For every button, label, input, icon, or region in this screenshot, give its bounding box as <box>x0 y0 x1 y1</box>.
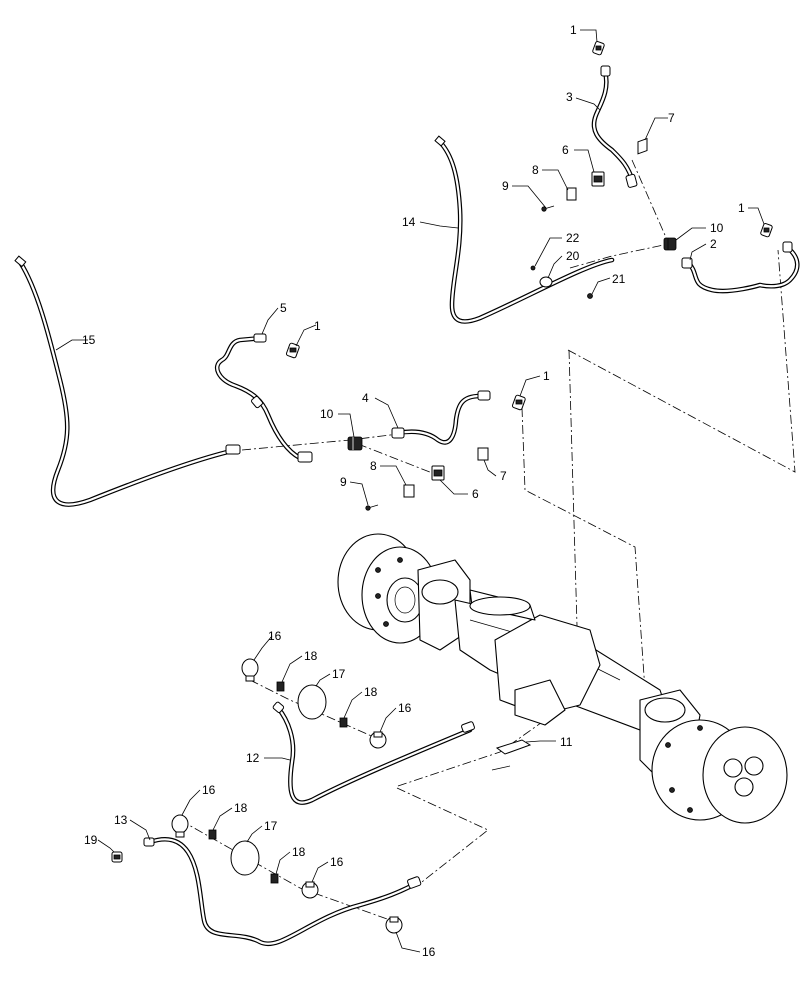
clamp-16c <box>171 814 189 838</box>
callout-1: 1 <box>543 369 550 383</box>
callout-1: 1 <box>738 201 745 215</box>
callout-1: 1 <box>314 319 321 333</box>
callout-18: 18 <box>364 685 378 699</box>
tube-2 <box>681 241 800 294</box>
callout-8: 8 <box>370 459 377 473</box>
axle-assembly <box>337 533 788 824</box>
plate-8b <box>403 484 415 498</box>
left-hub-studs <box>375 557 428 627</box>
callout-16: 16 <box>268 629 282 643</box>
callout-4: 4 <box>362 391 369 405</box>
callout-17: 17 <box>332 667 346 681</box>
callout-11: 11 <box>560 735 573 749</box>
hose-14 <box>434 135 615 324</box>
callout-2: 2 <box>710 237 717 251</box>
clamp-17b <box>230 840 260 876</box>
callout-3: 3 <box>566 90 573 104</box>
fitting-1b <box>760 223 773 238</box>
callout-18: 18 <box>234 801 248 815</box>
hose-15 <box>14 255 241 507</box>
callout-16: 16 <box>330 855 344 869</box>
plate-7b <box>477 447 489 461</box>
callout-16: 16 <box>202 783 216 797</box>
callout-18: 18 <box>304 649 318 663</box>
fitting-1d <box>511 394 526 411</box>
tube-5 <box>214 333 313 463</box>
leader-lines <box>55 29 765 953</box>
callout-7: 7 <box>668 111 675 125</box>
fitting-19 <box>111 851 123 863</box>
plate-8a <box>566 187 577 201</box>
clamp-16e <box>385 916 403 934</box>
callout-labels: 1 3 7 6 8 9 14 10 1 2 22 20 21 15 5 1 4 … <box>82 23 745 959</box>
right-hub-studs <box>665 725 703 813</box>
fitting-1a <box>592 41 605 56</box>
part-22 <box>530 265 536 271</box>
callout-12: 12 <box>246 751 260 765</box>
callout-9: 9 <box>502 179 509 193</box>
callout-15: 15 <box>82 333 96 347</box>
callout-16: 16 <box>422 945 436 959</box>
clip-18d <box>270 873 279 884</box>
clip-18a <box>276 681 285 692</box>
callout-5: 5 <box>280 301 287 315</box>
clamp-16b <box>369 731 387 749</box>
tube-4 <box>391 390 491 445</box>
callout-17: 17 <box>264 819 278 833</box>
callout-6: 6 <box>562 143 569 157</box>
callout-10: 10 <box>320 407 334 421</box>
callout-21: 21 <box>612 272 626 286</box>
callout-18: 18 <box>292 845 306 859</box>
bulkhead-10a <box>663 237 677 251</box>
bolt-9a <box>541 205 555 212</box>
clamp-6b <box>431 465 445 481</box>
clamp-16a <box>241 658 259 682</box>
clamp-6a <box>591 171 605 187</box>
hose-12 <box>272 701 475 805</box>
part-21 <box>587 293 593 299</box>
fitting-1c <box>285 342 300 359</box>
bulkhead-10b <box>347 436 363 451</box>
callout-1: 1 <box>570 23 577 37</box>
clip-18c <box>208 829 217 840</box>
callout-22: 22 <box>566 231 580 245</box>
part-20 <box>539 276 553 288</box>
callout-14: 14 <box>402 215 416 229</box>
plate-7a <box>637 137 648 155</box>
callout-6: 6 <box>472 487 479 501</box>
callout-16: 16 <box>398 701 412 715</box>
clip-18b <box>339 717 348 728</box>
hose-13 <box>143 837 422 946</box>
callout-19: 19 <box>84 833 98 847</box>
callout-9: 9 <box>340 475 347 489</box>
callout-8: 8 <box>532 163 539 177</box>
callout-13: 13 <box>114 813 128 827</box>
callout-20: 20 <box>566 249 580 263</box>
bolt-9b <box>365 504 379 511</box>
clamp-17a <box>297 684 327 720</box>
callout-7: 7 <box>500 469 507 483</box>
assembly-centerlines <box>179 159 796 921</box>
callout-10: 10 <box>710 221 724 235</box>
clamp-16d <box>301 881 319 899</box>
tube-3 <box>591 65 638 188</box>
